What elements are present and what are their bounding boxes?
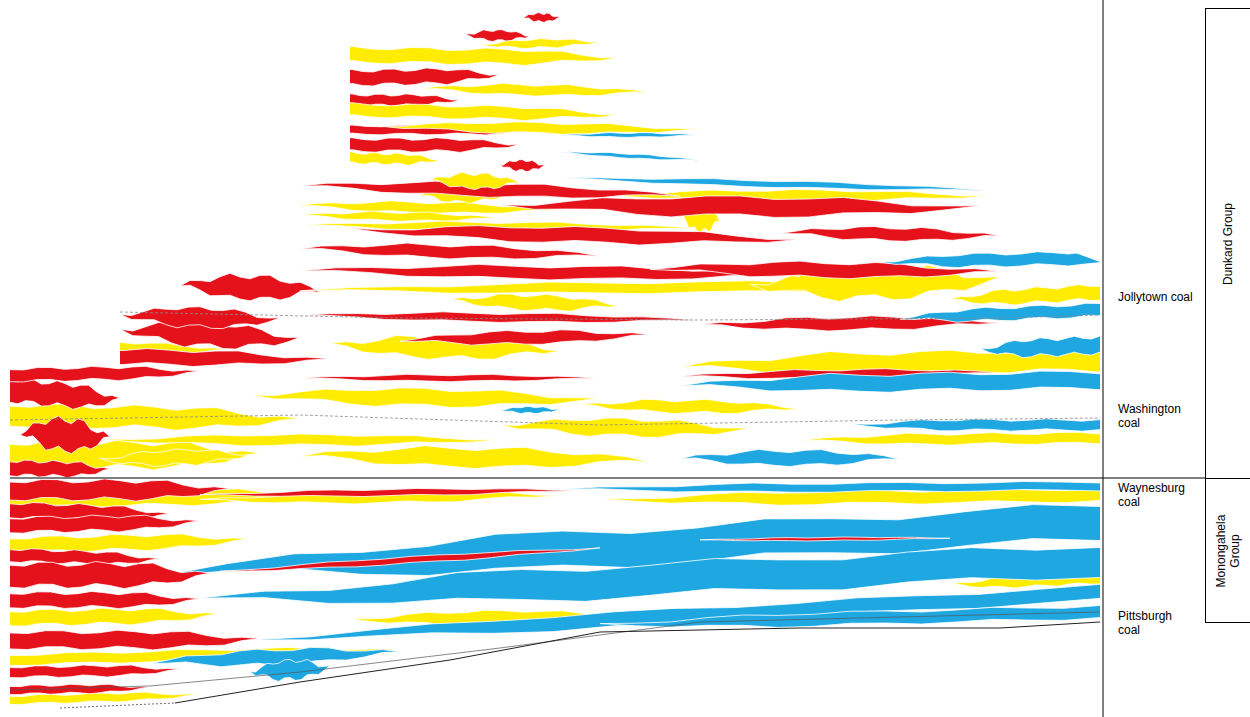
rock-lens [500,196,980,217]
rock-lens [180,273,320,301]
group-box: Dunkard Group [1205,8,1250,479]
rock-lens [0,515,200,533]
rock-lens [780,226,1000,241]
rock-lens [880,251,1115,268]
rock-lens [500,160,545,172]
rock-lens [0,561,210,588]
rock-lens [100,449,250,467]
bedding-line [120,312,1100,320]
coal-label: Pittsburgh coal [1118,609,1194,637]
rock-lens [0,630,260,650]
rock-lens [250,659,330,681]
rock-lens [350,226,800,245]
rock-lens [337,68,500,86]
rock-lens [980,336,1115,358]
rock-lens [100,434,500,446]
rock-lens [337,152,440,166]
rock-lens [465,30,530,42]
bedding-line [60,703,175,708]
rock-lens [250,584,1115,640]
rock-lens [950,285,1115,306]
rock-lens [337,46,620,65]
rock-lens [430,172,520,189]
rock-lens [0,460,110,478]
rock-lens [300,446,650,469]
frame-line [1103,0,1104,717]
rock-lens [337,103,620,121]
rock-lens [300,211,500,221]
rock-lens [580,399,800,413]
rock-lens [0,591,200,608]
rock-lens [420,83,650,96]
group-boundary [10,478,1205,479]
rock-lens [20,416,110,454]
rock-lens [0,479,230,501]
rock-lens [0,549,160,566]
rock-lens [500,406,560,413]
rock-lens [500,418,750,437]
coal-label: Waynesburg coal [1118,481,1194,509]
rock-lens [800,432,1115,445]
rock-lens [0,692,200,704]
rock-lens [120,307,280,329]
bedding-line [10,612,1100,690]
group-name: Dunkard Group [1221,144,1235,344]
group-name: Monongahela Group [1214,509,1242,593]
rock-lens [680,371,1115,392]
rock-lens [200,488,580,496]
rock-lens [300,374,600,381]
rock-lens [523,12,560,22]
rock-lens [0,366,200,382]
rock-lens [0,348,330,367]
rock-lens [220,548,600,571]
coal-label: Jollytown coal [1118,290,1194,304]
rock-lens [560,133,700,138]
rock-lens [0,665,180,678]
rock-lens [600,605,1115,627]
strata [0,12,1115,704]
rock-lens [700,537,950,541]
rock-lens [337,138,520,153]
rock-lens [560,482,1115,493]
group-box: Monongahela Group [1205,478,1250,623]
rock-lens [560,152,700,161]
rock-lens [560,178,990,191]
bedding-line [10,415,1100,425]
rock-lens [680,449,900,466]
rock-lens [0,379,120,410]
coal-label: Washington coal [1118,402,1194,430]
rock-lens [400,330,650,345]
rock-lens [850,419,1115,431]
rock-lens [480,39,600,49]
rock-lens [300,243,600,259]
rock-lens [250,388,600,408]
rock-lens [450,294,620,311]
rock-lens [900,303,1115,322]
bedding-line [175,622,1100,703]
rock-lens [0,608,220,626]
